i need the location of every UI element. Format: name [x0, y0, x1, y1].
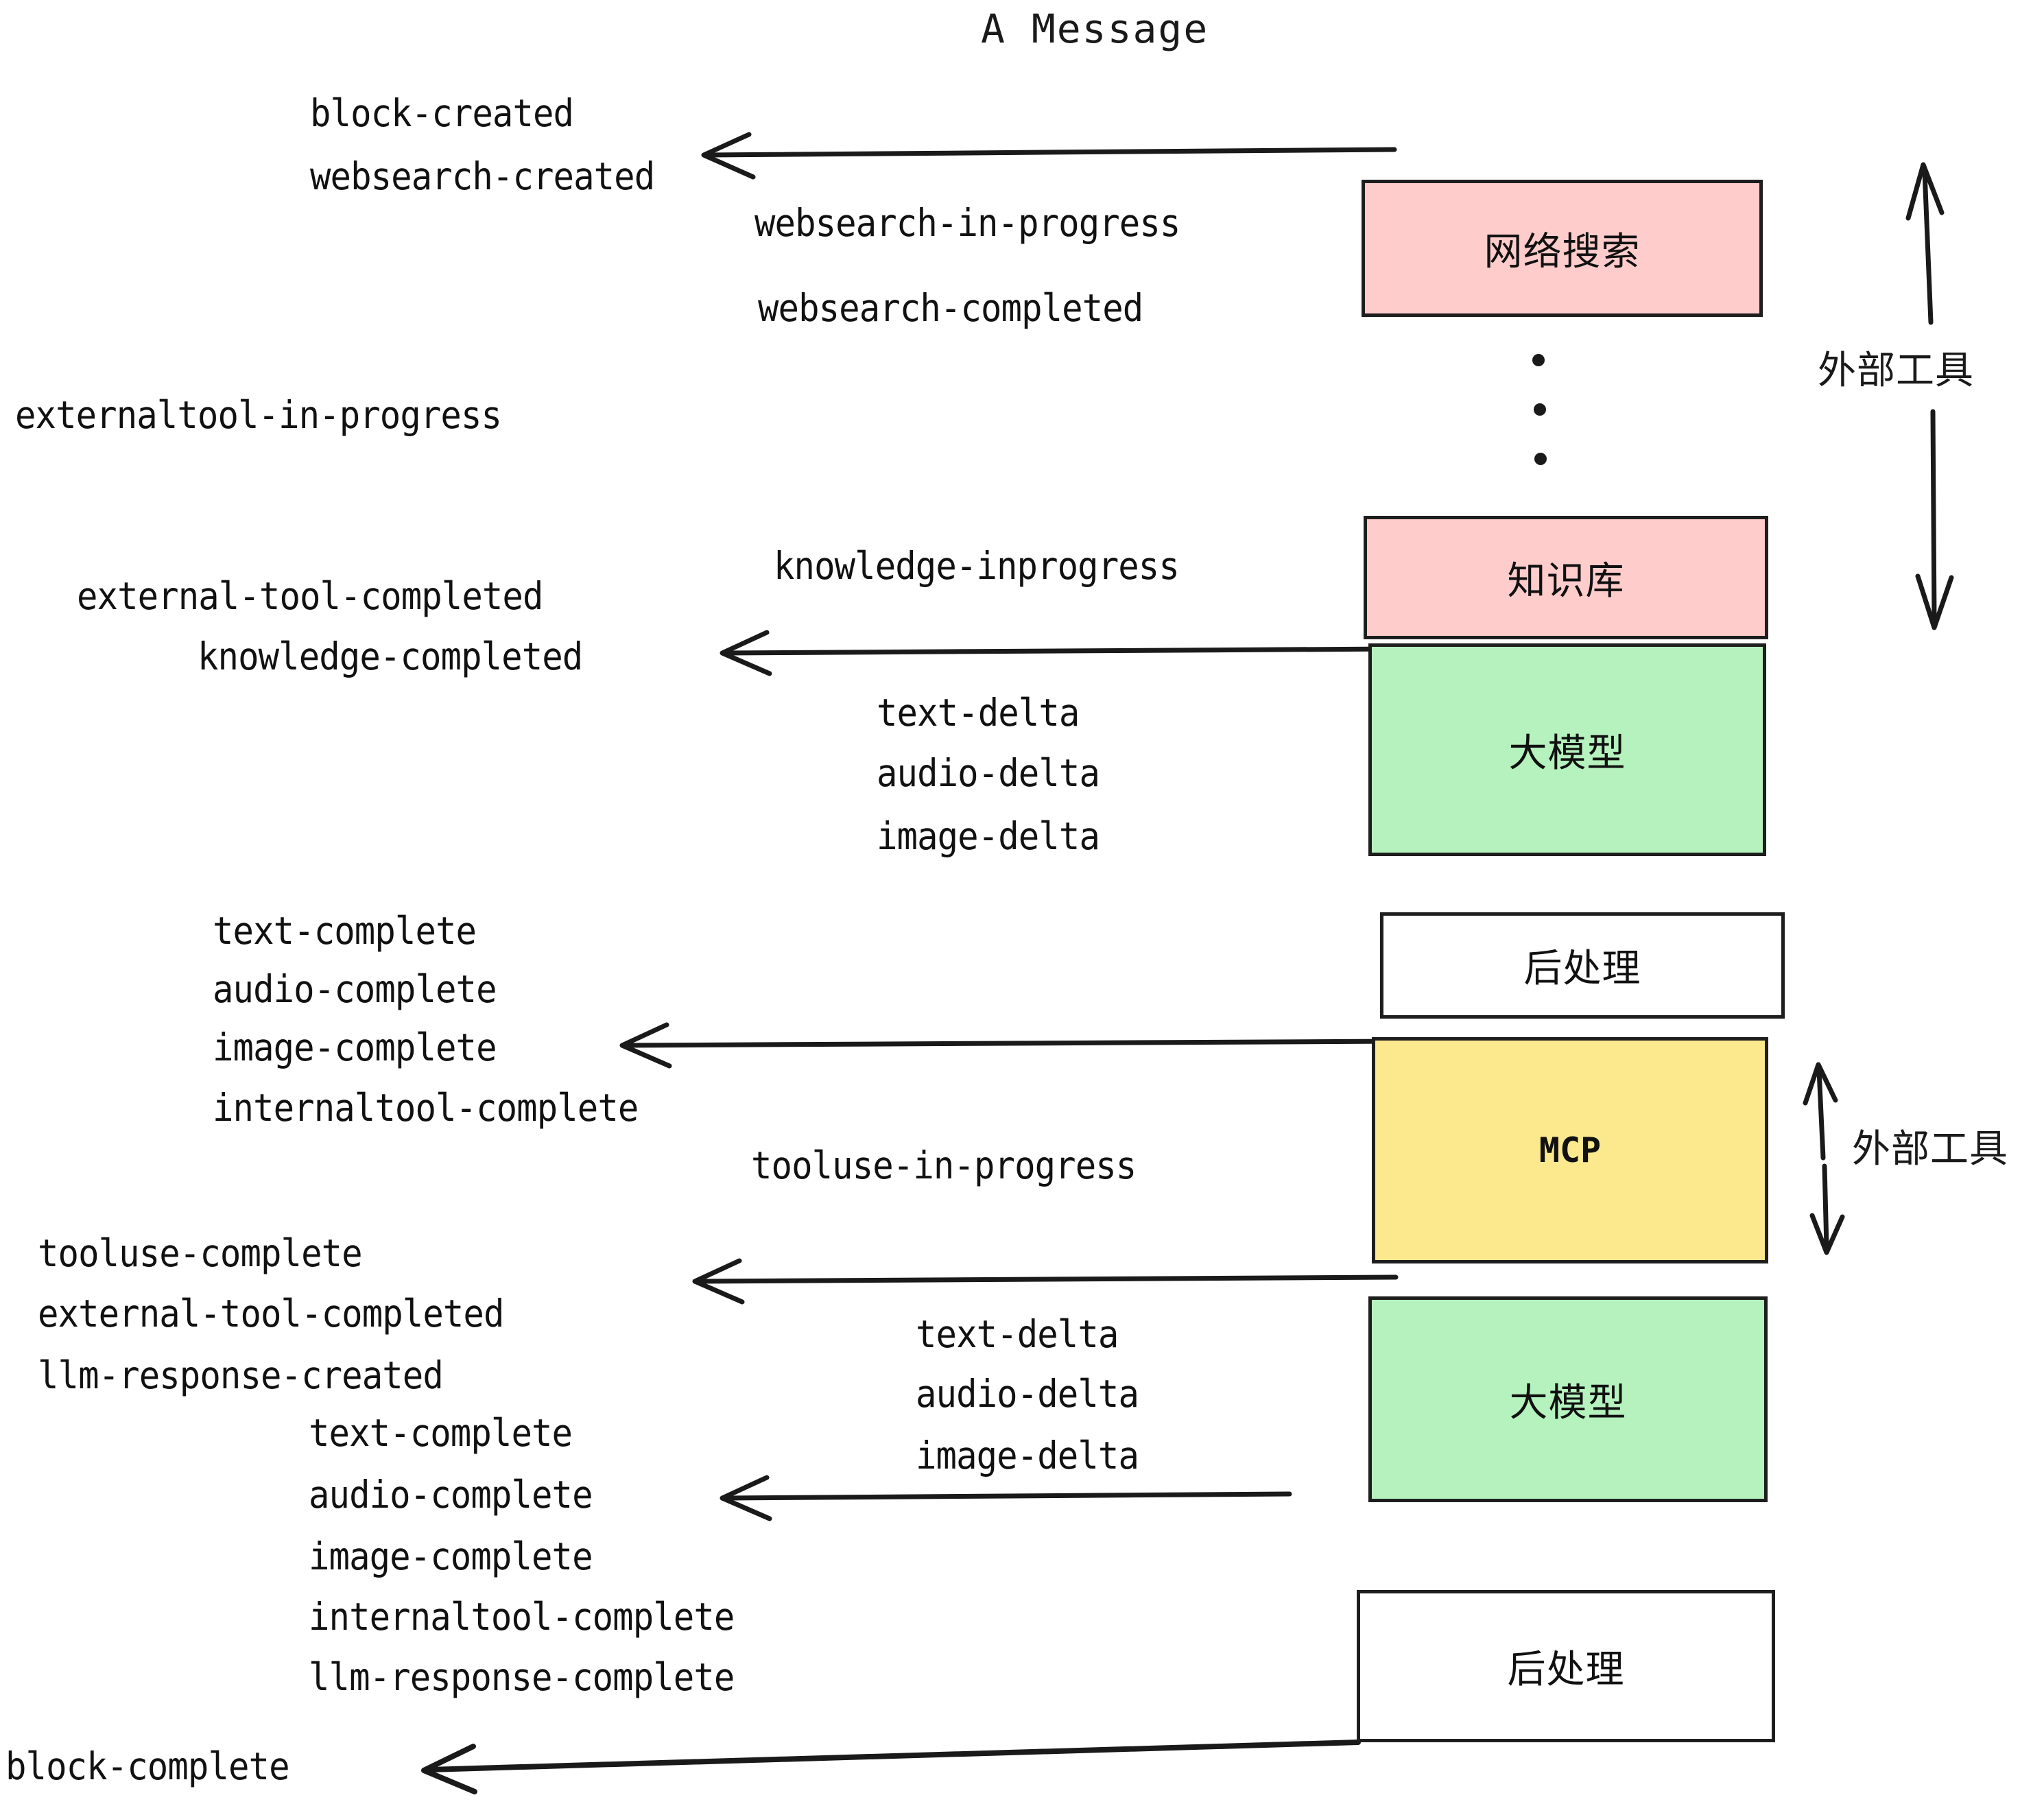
event-external-tool-completed-1: external-tool-completed [77, 574, 543, 618]
box-postprocess-second[interactable]: 后处理 [1357, 1590, 1775, 1742]
box-label: 知识库 [1507, 558, 1625, 604]
event-audio-complete-1: audio-complete [213, 967, 497, 1011]
event-audio-complete-2: audio-complete [309, 1473, 593, 1517]
box-label: MCP [1538, 1130, 1602, 1170]
event-websearch-completed: websearch-completed [758, 286, 1143, 330]
event-image-delta-1: image-delta [877, 814, 1100, 858]
event-knowledge-inprogress: knowledge-inprogress [774, 544, 1180, 588]
event-audio-delta-2: audio-delta [916, 1372, 1139, 1416]
event-text-complete-1: text-complete [213, 909, 477, 953]
box-label: 后处理 [1523, 947, 1641, 991]
event-image-delta-2: image-delta [916, 1434, 1139, 1477]
event-text-complete-2: text-complete [309, 1411, 573, 1455]
side-label-external-tools-top: 外部工具 [1818, 348, 1974, 393]
ellipsis-dot-3 [1534, 453, 1547, 465]
box-label: 大模型 [1509, 1380, 1627, 1425]
event-image-complete-1: image-complete [213, 1025, 497, 1069]
arrow-audio-complete [720, 1475, 1292, 1521]
box-label: 后处理 [1507, 1647, 1625, 1692]
event-externaltool-in-progress: externaltool-in-progress [15, 393, 502, 437]
event-internaltool-complete-1: internaltool-complete [213, 1086, 639, 1130]
event-llm-response-complete: llm-response-complete [309, 1655, 735, 1699]
side-label-external-tools-mcp: 外部工具 [1852, 1127, 2008, 1172]
ellipsis-dot-1 [1532, 354, 1545, 366]
event-external-tool-completed-2: external-tool-completed [38, 1292, 504, 1336]
event-tooluse-complete: tooluse-complete [38, 1231, 363, 1275]
ellipsis-dot-2 [1534, 403, 1546, 416]
arrow-image-complete [619, 1022, 1399, 1069]
arrow-knowledge-completed [720, 630, 1401, 676]
box-label: 网络搜索 [1484, 229, 1641, 274]
event-text-delta-1: text-delta [877, 691, 1080, 735]
box-llm-second[interactable]: 大模型 [1368, 1296, 1768, 1502]
arrow-external-tool-completed [692, 1258, 1399, 1305]
box-websearch[interactable]: 网络搜索 [1362, 180, 1763, 317]
event-llm-response-created: llm-response-created [38, 1353, 444, 1397]
event-tooluse-in-progress: tooluse-in-progress [751, 1143, 1137, 1187]
box-postprocess-first[interactable]: 后处理 [1380, 912, 1785, 1019]
event-text-delta-2: text-delta [916, 1312, 1119, 1356]
box-knowledge-base[interactable]: 知识库 [1364, 516, 1768, 639]
event-image-complete-2: image-complete [309, 1534, 593, 1578]
arrow-websearch-created [701, 132, 1397, 180]
bracket-external-tools-top [1905, 162, 1954, 630]
page-title: A Message [981, 5, 1209, 52]
box-label: 大模型 [1508, 731, 1626, 776]
event-websearch-created: websearch-created [310, 154, 655, 198]
event-knowledge-completed: knowledge-completed [198, 634, 583, 678]
arrow-block-complete [421, 1740, 1361, 1794]
box-llm-first[interactable]: 大模型 [1368, 643, 1766, 856]
bracket-external-tools-mcp [1803, 1062, 1845, 1255]
event-internaltool-complete-2: internaltool-complete [309, 1595, 735, 1639]
event-block-created: block-created [310, 91, 574, 135]
box-mcp[interactable]: MCP [1372, 1037, 1768, 1263]
event-block-complete: block-complete [5, 1744, 290, 1788]
event-websearch-in-progress: websearch-in-progress [754, 201, 1180, 245]
event-audio-delta-1: audio-delta [877, 751, 1100, 795]
